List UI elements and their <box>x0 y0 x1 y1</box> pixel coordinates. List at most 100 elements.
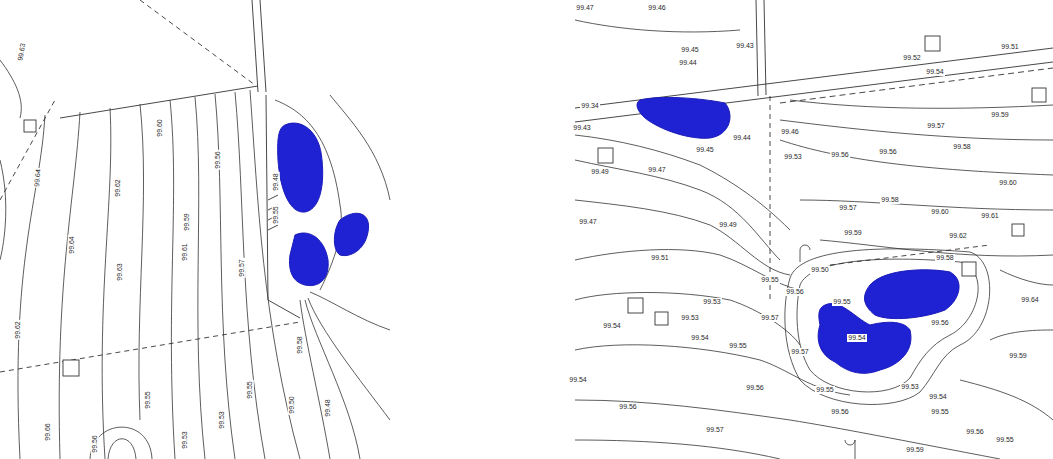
elevation-label: 99.60 <box>156 118 164 138</box>
map-line <box>290 233 329 286</box>
elevation-label: 99.64 <box>1020 296 1040 304</box>
elevation-label: 99.55 <box>246 380 254 400</box>
elevation-label: 99.56 <box>618 403 638 411</box>
elevation-label: 99.59 <box>990 111 1010 119</box>
elevation-label: 99.58 <box>952 143 972 151</box>
map-line <box>305 300 360 459</box>
elevation-label: 99.60 <box>998 179 1018 187</box>
elevation-label: 99.47 <box>575 4 595 12</box>
elevation-label: 99.47 <box>578 218 598 226</box>
elevation-label: 99.53 <box>181 430 189 450</box>
map-line <box>0 322 300 372</box>
right-boundaries <box>575 0 1053 325</box>
map-line <box>575 160 780 260</box>
elevation-label: 99.46 <box>780 128 800 136</box>
map-line <box>275 100 341 290</box>
elevation-label: 99.55 <box>930 408 950 416</box>
map-line <box>300 300 330 459</box>
elevation-label: 99.43 <box>572 124 592 132</box>
elevation-label: 99.56 <box>930 319 950 327</box>
left-ponds <box>278 123 369 286</box>
map-line <box>59 112 80 459</box>
elevation-label: 99.57 <box>790 348 810 356</box>
elevation-label: 99.55 <box>815 386 835 394</box>
map-line <box>90 427 152 459</box>
elevation-label: 99.56 <box>830 408 850 416</box>
elevation-label: 99.51 <box>1000 43 1020 51</box>
elevation-label: 99.62 <box>948 232 968 240</box>
map-line <box>278 123 323 212</box>
elevation-label: 99.66 <box>44 422 52 442</box>
elevation-label: 99.48 <box>272 172 280 192</box>
elevation-label: 99.50 <box>288 395 296 415</box>
map-line <box>575 200 790 275</box>
map-line <box>575 250 800 290</box>
elevation-label: 99.44 <box>678 59 698 67</box>
map-line <box>797 259 978 392</box>
map-line <box>140 0 255 85</box>
elevation-label: 99.49 <box>718 221 738 229</box>
map-line <box>780 68 1053 103</box>
map-line <box>818 304 911 374</box>
elevation-label: 99.64 <box>68 235 76 255</box>
elevation-label: 99.53 <box>900 383 920 391</box>
map-line <box>990 330 1053 340</box>
map-line <box>845 440 855 459</box>
map-line <box>0 160 6 260</box>
elevation-label: 99.55 <box>760 276 780 284</box>
elevation-label: 99.62 <box>114 178 122 198</box>
elevation-label: 99.57 <box>238 258 246 278</box>
map-line <box>18 115 45 459</box>
elevation-label: 99.57 <box>705 426 725 434</box>
map-line <box>330 95 390 200</box>
elevation-label: 99.61 <box>181 242 189 262</box>
map-line <box>235 92 265 459</box>
elevation-label: 99.52 <box>902 54 922 62</box>
elevation-label: 99.47 <box>647 166 667 174</box>
elevation-label: 99.59 <box>905 446 925 454</box>
elevation-label: 99.57 <box>838 204 858 212</box>
elevation-label: 99.54 <box>928 393 948 401</box>
elevation-label: 99.56 <box>965 428 985 436</box>
map-line <box>925 36 940 51</box>
elevation-label: 99.56 <box>745 384 765 392</box>
elevation-label: 99.59 <box>843 229 863 237</box>
elevation-label: 99.49 <box>590 168 610 176</box>
elevation-label: 99.43 <box>735 42 755 50</box>
map-line <box>63 360 79 376</box>
map-line <box>770 96 771 300</box>
elevation-label: 99.55 <box>832 298 852 306</box>
map-line <box>790 100 1053 108</box>
map-line <box>308 298 390 420</box>
elevation-label: 99.56 <box>214 150 222 170</box>
elevation-label: 99.60 <box>930 208 950 216</box>
map-line <box>780 120 1053 140</box>
map-line <box>628 298 643 313</box>
map-line <box>575 135 790 230</box>
elevation-label: 99.53 <box>680 314 700 322</box>
map-line <box>575 293 800 346</box>
map-line <box>575 440 780 459</box>
map-line <box>960 380 1053 420</box>
map-line <box>785 249 990 405</box>
elevation-label: 99.54 <box>568 376 588 384</box>
map-line <box>334 213 368 255</box>
elevation-label: 99.55 <box>995 436 1015 444</box>
left-contours <box>0 60 390 459</box>
elevation-label: 99.53 <box>218 410 226 430</box>
elevation-label: 99.55 <box>144 390 152 410</box>
elevation-label: 99.34 <box>580 102 600 110</box>
right-contours <box>575 20 1053 459</box>
map-line <box>865 270 960 319</box>
map-line <box>0 60 21 118</box>
map-line <box>60 86 258 118</box>
right-ponds <box>637 97 959 373</box>
map-line <box>170 100 175 459</box>
elevation-label: 99.56 <box>830 151 850 159</box>
elevation-label: 99.46 <box>647 4 667 12</box>
map-line <box>575 400 1000 459</box>
map-line <box>139 104 144 420</box>
